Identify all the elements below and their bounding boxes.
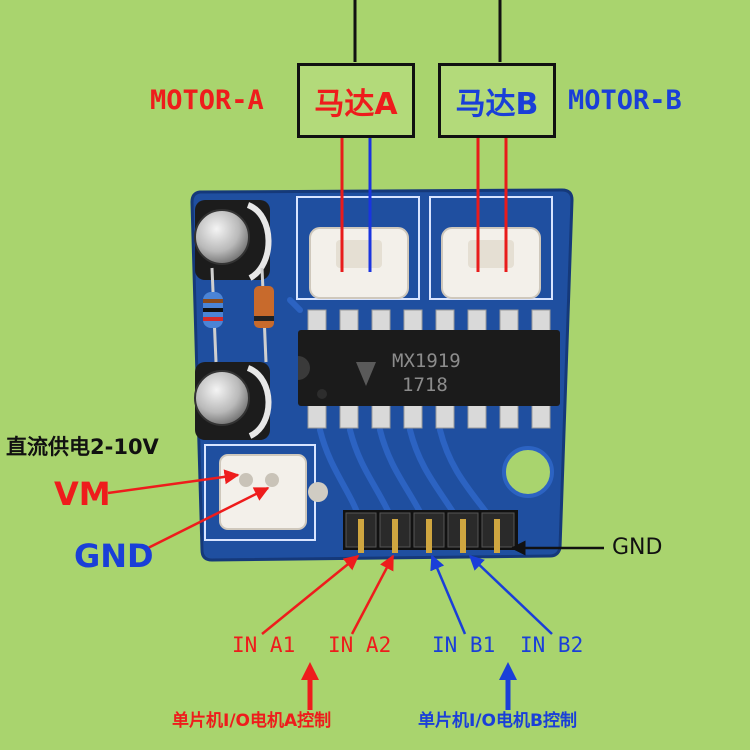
in-a2-label: IN A2: [328, 633, 392, 657]
in-a1-label: IN A1: [232, 633, 296, 657]
gnd-right-label: GND: [612, 535, 663, 560]
capacitor-bottom: [194, 362, 272, 440]
chip-marking-line2: 1718: [402, 374, 448, 396]
gnd-left-label: GND: [74, 537, 154, 575]
motor-a-label-cn: 马达A: [314, 86, 398, 122]
motor-b-label-box: 马达B: [438, 63, 556, 138]
resistor: [203, 267, 223, 363]
input-header: [343, 510, 518, 553]
mcu-control-a-label: 单片机I/O电机A控制: [172, 711, 332, 731]
control-arrows: [301, 662, 517, 710]
diode: [254, 267, 274, 363]
mcu-control-b-label: 单片机I/O电机B控制: [418, 711, 577, 731]
motor-wires: [353, 0, 502, 62]
in-b2-label: IN B2: [520, 633, 584, 657]
in-b1-label: IN B1: [432, 633, 496, 657]
capacitor-top: [194, 200, 272, 281]
motor-b-connector: [441, 227, 541, 299]
motor-b-label-en: MOTOR-B: [568, 85, 682, 116]
arrows: [107, 469, 604, 635]
motor-a-label-box: 马达A: [297, 63, 415, 138]
motor-leads: [340, 138, 508, 272]
driver-ic: [298, 309, 560, 429]
vm-label: VM: [54, 475, 111, 513]
motor-b-label-cn: 马达B: [455, 86, 539, 122]
supply-voltage-label: 直流供电2-10V: [6, 435, 159, 459]
motor-a-label-en: MOTOR-A: [150, 85, 264, 116]
chip-marking-line1: MX1919: [392, 350, 461, 372]
motor-a-connector: [309, 227, 409, 299]
